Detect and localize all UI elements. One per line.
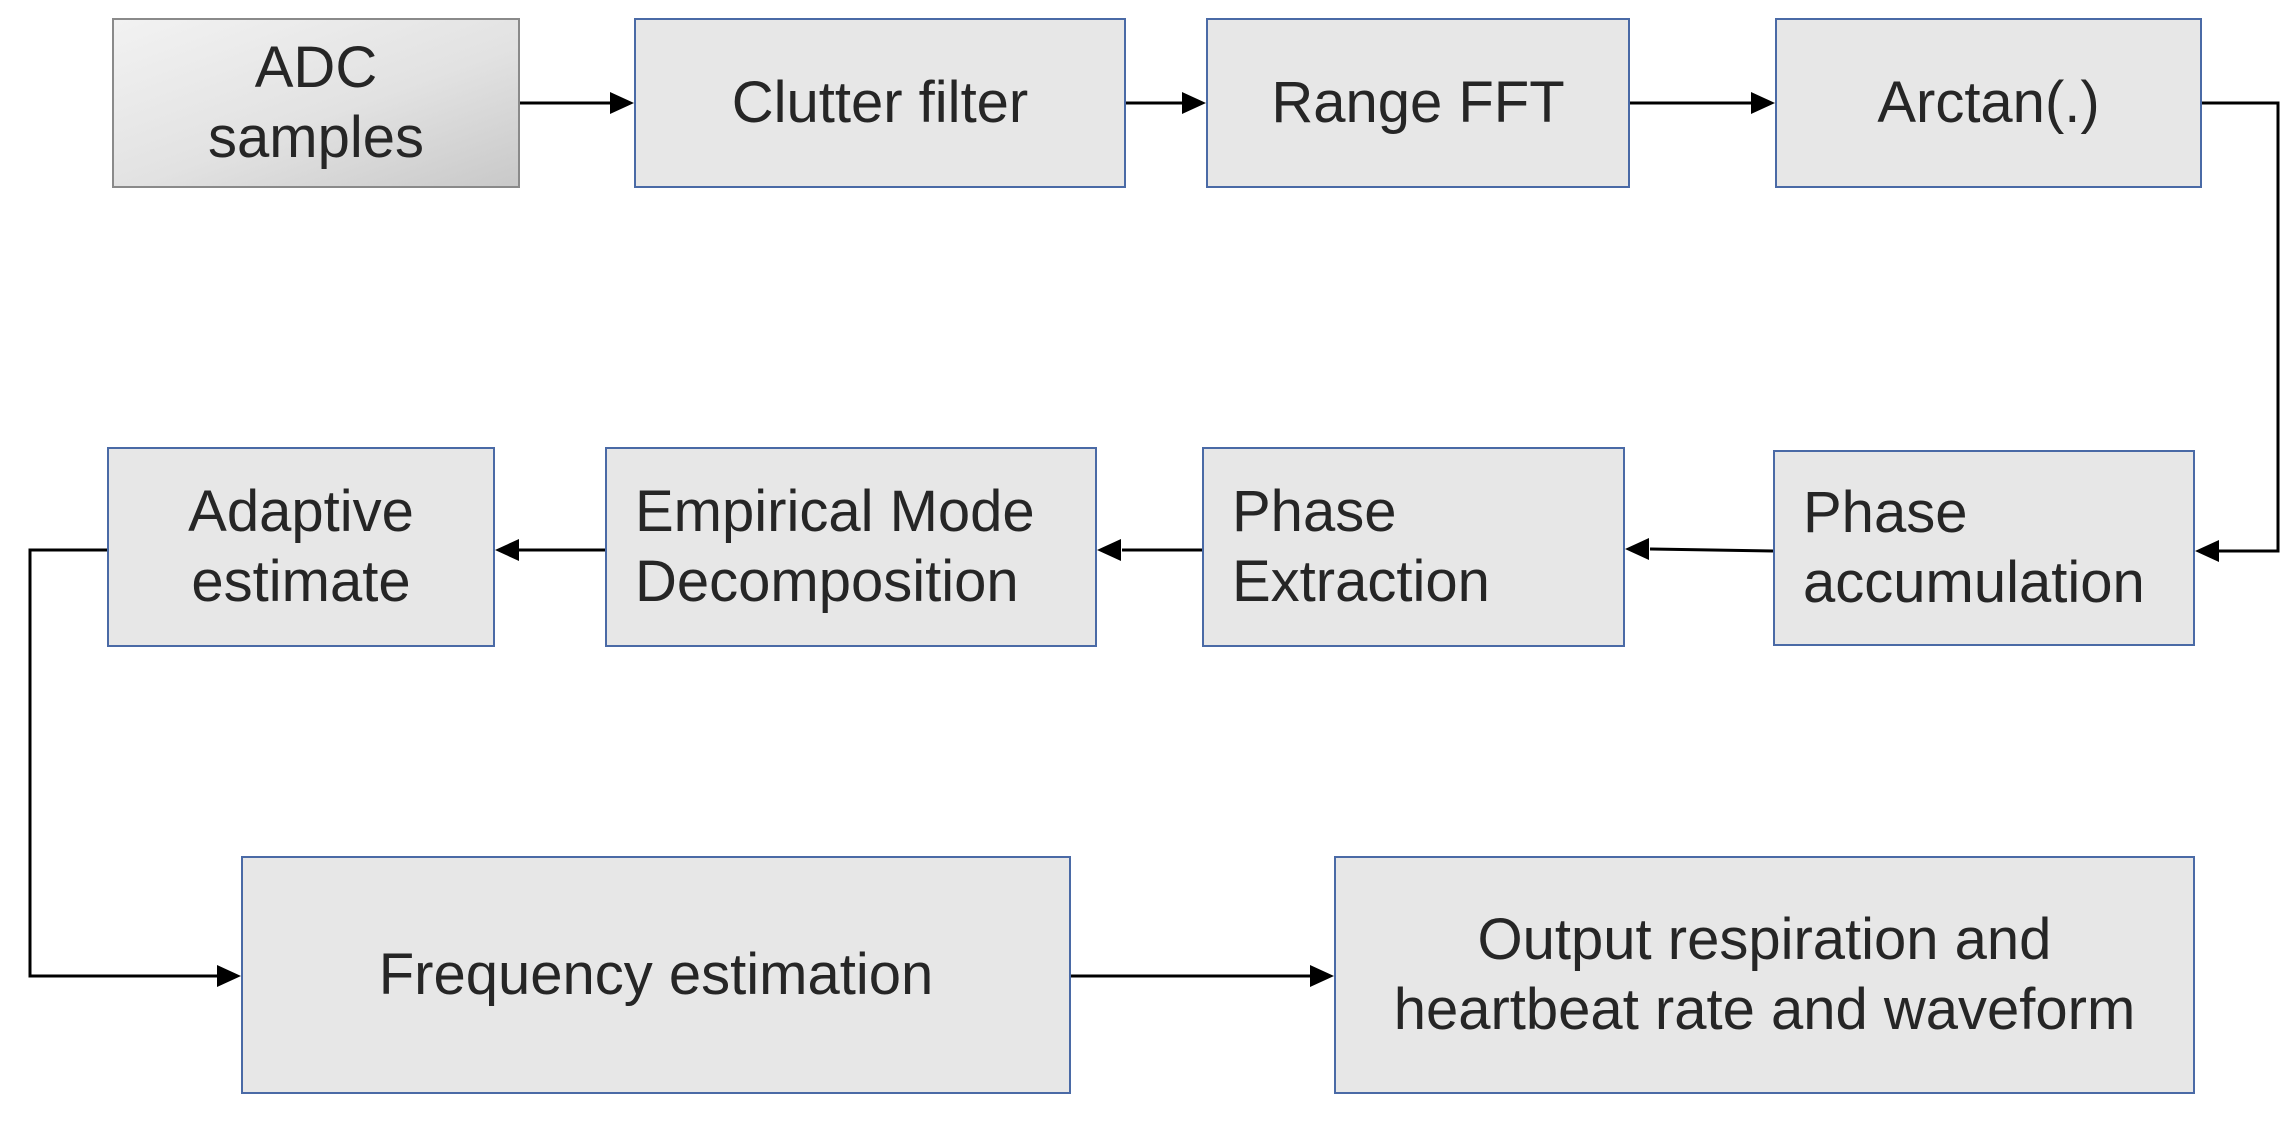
arrowhead-frequency-estimation bbox=[217, 965, 241, 987]
arrowhead-phase-accumulation bbox=[2195, 540, 2219, 562]
edge-arctan-to-phase-accumulation bbox=[2202, 101, 2280, 553]
arrowhead-adaptive-estimate bbox=[495, 539, 519, 561]
node-clutter-filter: Clutter filter bbox=[634, 18, 1126, 188]
node-adc-samples-label: ADC samples bbox=[208, 35, 424, 170]
node-adc-samples: ADC samples bbox=[112, 18, 520, 188]
node-adaptive-estimate-label: Adaptive estimate bbox=[188, 479, 414, 614]
node-frequency-estimation: Frequency estimation bbox=[241, 856, 1071, 1094]
node-frequency-estimation-label: Frequency estimation bbox=[378, 942, 934, 1008]
arrowhead-phase-extraction bbox=[1625, 538, 1649, 560]
arrowhead-range-fft bbox=[1182, 92, 1206, 114]
node-phase-extraction-label: Phase Extraction bbox=[1232, 479, 1490, 614]
node-range-fft: Range FFT bbox=[1206, 18, 1630, 188]
node-arctan-label: Arctan(.) bbox=[1877, 70, 2100, 136]
node-phase-accumulation: Phase accumulation bbox=[1773, 450, 2195, 646]
node-output: Output respiration and heartbeat rate an… bbox=[1334, 856, 2195, 1094]
arrowhead-emd bbox=[1097, 539, 1121, 561]
node-phase-extraction: Phase Extraction bbox=[1202, 447, 1625, 647]
node-adaptive-estimate: Adaptive estimate bbox=[107, 447, 495, 647]
node-empirical-mode-decomposition: Empirical Mode Decomposition bbox=[605, 447, 1097, 647]
node-phase-accumulation-label: Phase accumulation bbox=[1803, 480, 2145, 615]
node-clutter-filter-label: Clutter filter bbox=[731, 70, 1029, 136]
node-output-label: Output respiration and heartbeat rate an… bbox=[1393, 907, 2136, 1042]
arrowhead-clutter-filter bbox=[610, 92, 634, 114]
edge-phase-accumulation-to-phase-extraction bbox=[1649, 547, 1774, 553]
node-arctan: Arctan(.) bbox=[1775, 18, 2202, 188]
node-range-fft-label: Range FFT bbox=[1271, 70, 1565, 136]
arrowhead-output bbox=[1310, 965, 1334, 987]
edge-adaptive-estimate-to-frequency-estimation bbox=[28, 548, 218, 978]
node-empirical-mode-decomposition-label: Empirical Mode Decomposition bbox=[635, 479, 1035, 614]
arrowhead-arctan bbox=[1751, 92, 1775, 114]
